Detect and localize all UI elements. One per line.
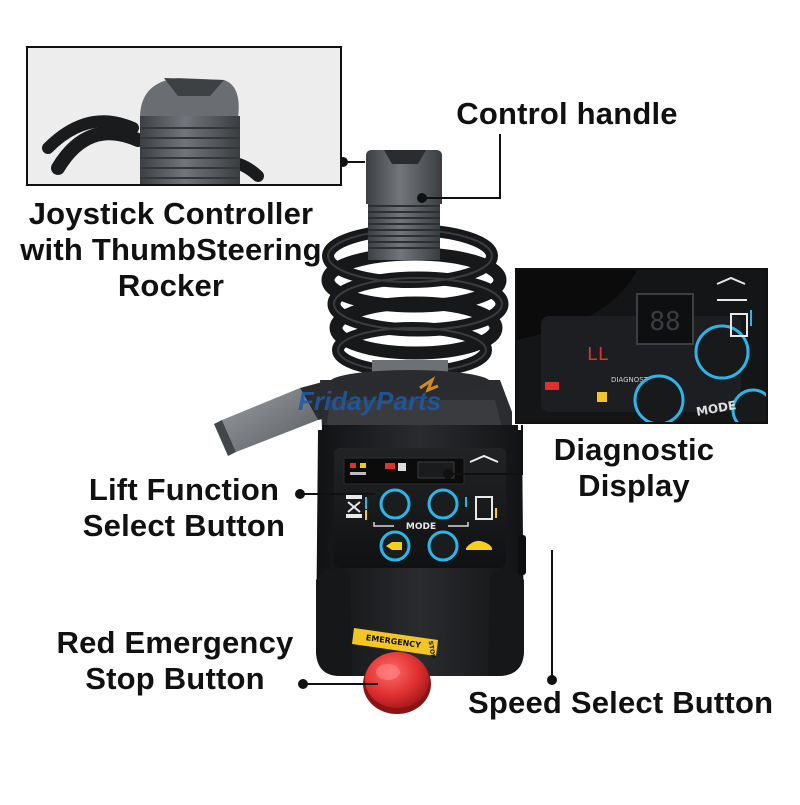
diagnostic-display-inset: 88 LL DIAGNOSTICS MODE <box>515 268 768 424</box>
joystick <box>330 150 490 394</box>
watermark: FridayParts <box>298 376 441 416</box>
emergency-stop-area: EMERGENCY STOP <box>352 628 438 714</box>
callout-joystick-line-1: Joystick Controller <box>28 196 314 231</box>
watermark-text: FridayParts <box>298 386 441 416</box>
horn-icon <box>386 542 402 550</box>
stop-tag-text: STOP <box>426 640 436 659</box>
display-digits: 88 <box>649 307 680 337</box>
control-panel: MODE <box>334 448 506 568</box>
speed-icon <box>466 540 492 550</box>
callout-diagnostic-display: Diagnostic Display <box>534 432 734 504</box>
lift-function-button[interactable] <box>379 488 411 520</box>
callout-diagnostic-line-1: Diagnostic <box>553 432 715 467</box>
coiled-cable <box>321 224 509 378</box>
callout-joystick-line-2: with ThumbSteering <box>20 232 322 267</box>
callout-lift-line-2: Select Button <box>82 508 286 543</box>
mode-legend: MODE <box>406 522 436 532</box>
callout-speed-select: Speed Select Button <box>468 685 774 721</box>
thumb-steering-rocker[interactable] <box>384 150 426 164</box>
callout-speed-select-text: Speed Select Button <box>468 685 774 720</box>
callout-control-handle: Control handle <box>452 96 682 132</box>
speed-select-button[interactable] <box>427 530 459 562</box>
inset-mode-legend: MODE <box>695 398 737 419</box>
callout-joystick-line-3: Rocker <box>117 268 225 303</box>
red-emergency-stop-button[interactable] <box>365 652 429 708</box>
callout-control-handle-text: Control handle <box>456 96 678 131</box>
callout-joystick-controller: Joystick Controller with ThumbSteering R… <box>10 196 332 304</box>
callout-lift-function: Lift Function Select Button <box>72 472 296 544</box>
callout-emergency-line-1: Red Emergency <box>56 625 294 660</box>
callout-lift-line-1: Lift Function <box>88 472 280 507</box>
callout-emergency-stop: Red Emergency Stop Button <box>50 625 300 697</box>
joystick-closeup-inset <box>26 46 342 186</box>
drive-mode-button[interactable] <box>427 488 459 520</box>
callout-diagnostic-line-2: Display <box>578 468 690 503</box>
control-handle[interactable] <box>366 150 442 204</box>
callout-emergency-line-2: Stop Button <box>85 661 265 696</box>
leader-lines <box>295 134 557 689</box>
diagnostics-label: DIAGNOSTICS <box>611 376 660 384</box>
diagnostic-code: LL <box>587 344 609 365</box>
